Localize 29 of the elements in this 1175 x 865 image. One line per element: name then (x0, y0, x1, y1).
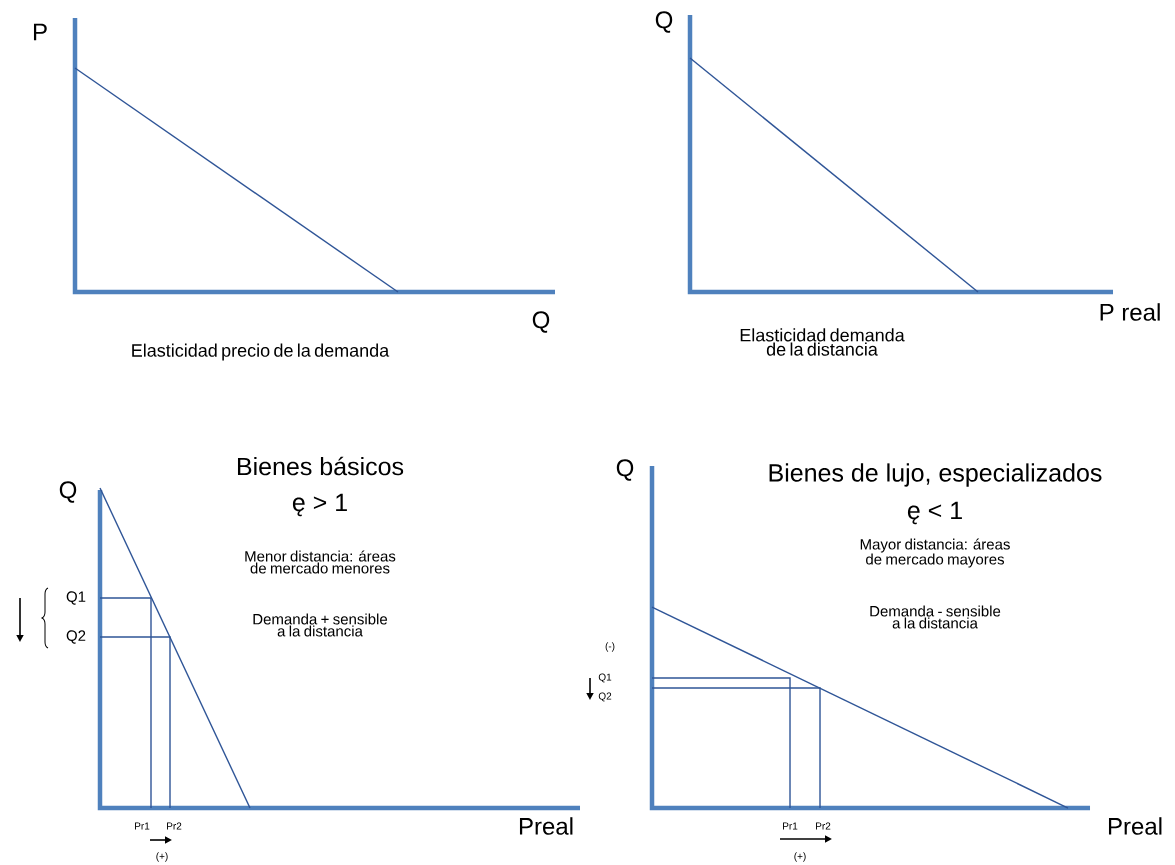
tick-label: Pr2 (816, 822, 831, 830)
axis-label: P real (1100, 303, 1160, 321)
annotation-text: Mayor distancia: áreas de mercado mayores (860, 538, 1010, 568)
annotation-text: Demanda - sensible a la distancia (870, 605, 1001, 629)
tick-label: Pr1 (135, 822, 150, 830)
axis-label: Q (532, 311, 550, 333)
tick-label: Q1 (66, 591, 86, 605)
axis-label: Preal (1109, 817, 1162, 835)
axis-label: P (33, 23, 47, 41)
axis-label: Q (655, 11, 673, 33)
chart-caption: Elasticidad demanda de la distancia (740, 328, 905, 356)
annotation-text: Menor distancia: áreas de mercado menores (245, 550, 396, 574)
chart-title: Bienes básicos (238, 456, 404, 476)
tick-label: Q2 (66, 630, 86, 644)
axis-label: Q (59, 481, 77, 503)
axis-label: Q (616, 459, 634, 481)
tick-label: Pr2 (167, 822, 182, 830)
chart-caption: Elasticidad precio de la demanda (132, 343, 390, 361)
tick-label: Pr1 (783, 822, 798, 830)
sign-label: (+) (156, 852, 168, 862)
axis-label: Preal (519, 817, 573, 835)
tick-label: Q2 (598, 692, 612, 702)
sign-label: (-) (605, 642, 615, 652)
tick-label: Q1 (598, 673, 612, 683)
chart-title: Bienes de lujo, especializados (769, 463, 1102, 487)
sign-label: (+) (794, 852, 806, 862)
annotation-text: Demanda + sensible a la distancia (253, 613, 388, 637)
chart-title: ę > 1 (292, 493, 347, 517)
chart-title: ę < 1 (907, 501, 962, 525)
